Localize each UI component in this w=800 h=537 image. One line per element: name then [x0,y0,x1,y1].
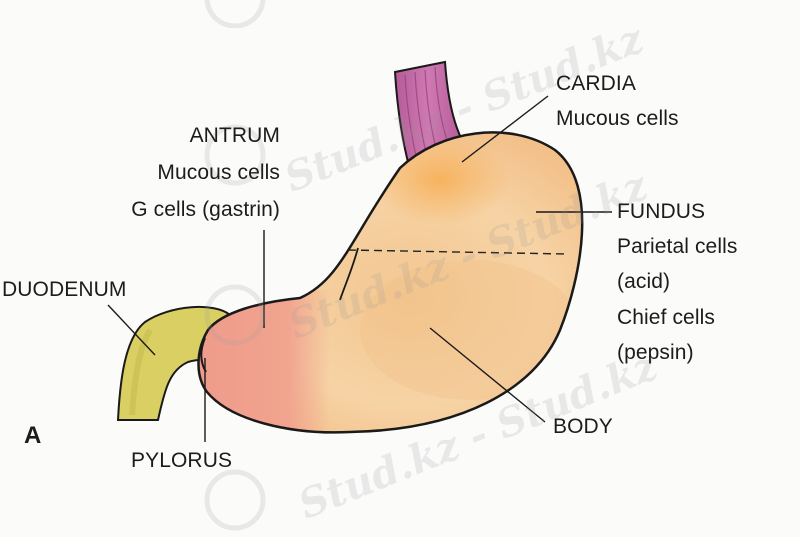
fundus-chief-label: Chief cells [617,306,715,329]
antrum-cells-label: Mucous cells [157,161,280,184]
panel-letter: A [24,422,42,449]
watermark-logo-icon [204,124,266,186]
body-leader [429,327,546,423]
cardia-cells-label: Mucous cells [556,107,679,130]
pylorus-label: PYLORUS [131,449,233,472]
watermark-logo-icon [204,469,266,531]
antrum-gcells-label: G cells (gastrin) [131,198,280,221]
antrum-label: ANTRUM [189,124,280,147]
duodenum-label: DUODENUM [2,278,127,301]
watermark-logo-icon [204,284,266,346]
cardia-label: CARDIA [556,72,636,95]
watermark-logo-icon [204,0,266,28]
cardia-leader [461,95,549,163]
fundus-pepsin-label: (pepsin) [617,341,694,364]
body-label: BODY [553,415,613,438]
fundus-parietal-label: Parietal cells [617,235,738,258]
fundus-acid-label: (acid) [617,270,671,293]
duodenum-leader [107,304,156,356]
fundus-body-boundary [347,249,566,255]
fundus-label: FUNDUS [617,200,706,223]
